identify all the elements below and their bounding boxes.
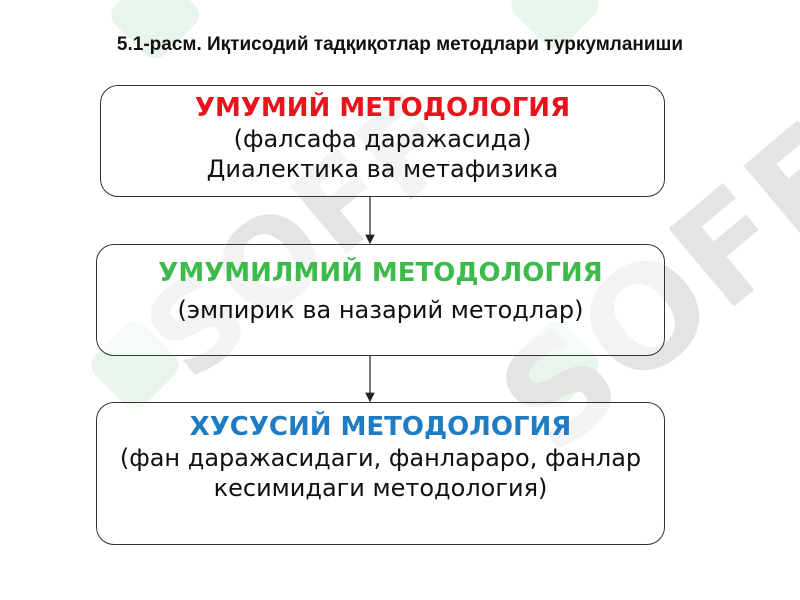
general-scientific-methodology-box: УМУМИЛМИЙ МЕТОДОЛОГИЯ (эмпирик ва назари… xyxy=(96,244,665,356)
box-heading: УМУМИЙ МЕТОДОЛОГИЯ xyxy=(194,93,571,123)
box-heading: УМУМИЛМИЙ МЕТОДОЛОГИЯ xyxy=(158,258,603,288)
box-text-line: (фан даражасидаги, фанлараро, фанлар xyxy=(119,444,642,472)
specific-methodology-box: ХУСУСИЙ МЕТОДОЛОГИЯ (фан даражасидаги, ф… xyxy=(96,402,665,545)
general-methodology-box: УМУМИЙ МЕТОДОЛОГИЯ (фалсафа даражасида) … xyxy=(100,85,665,197)
figure-title: 5.1-расм. Иқтисодий тадқиқотлар методлар… xyxy=(116,34,684,55)
box-text-line: кесимидаги методология) xyxy=(213,474,548,502)
box-text-line: (фалсафа даражасида) xyxy=(233,125,532,153)
box-text-line: (эмпирик ва назарий методлар) xyxy=(177,296,584,324)
box-heading: ХУСУСИЙ МЕТОДОЛОГИЯ xyxy=(189,412,572,442)
box-text-line: Диалектика ва метафизика xyxy=(206,155,559,183)
